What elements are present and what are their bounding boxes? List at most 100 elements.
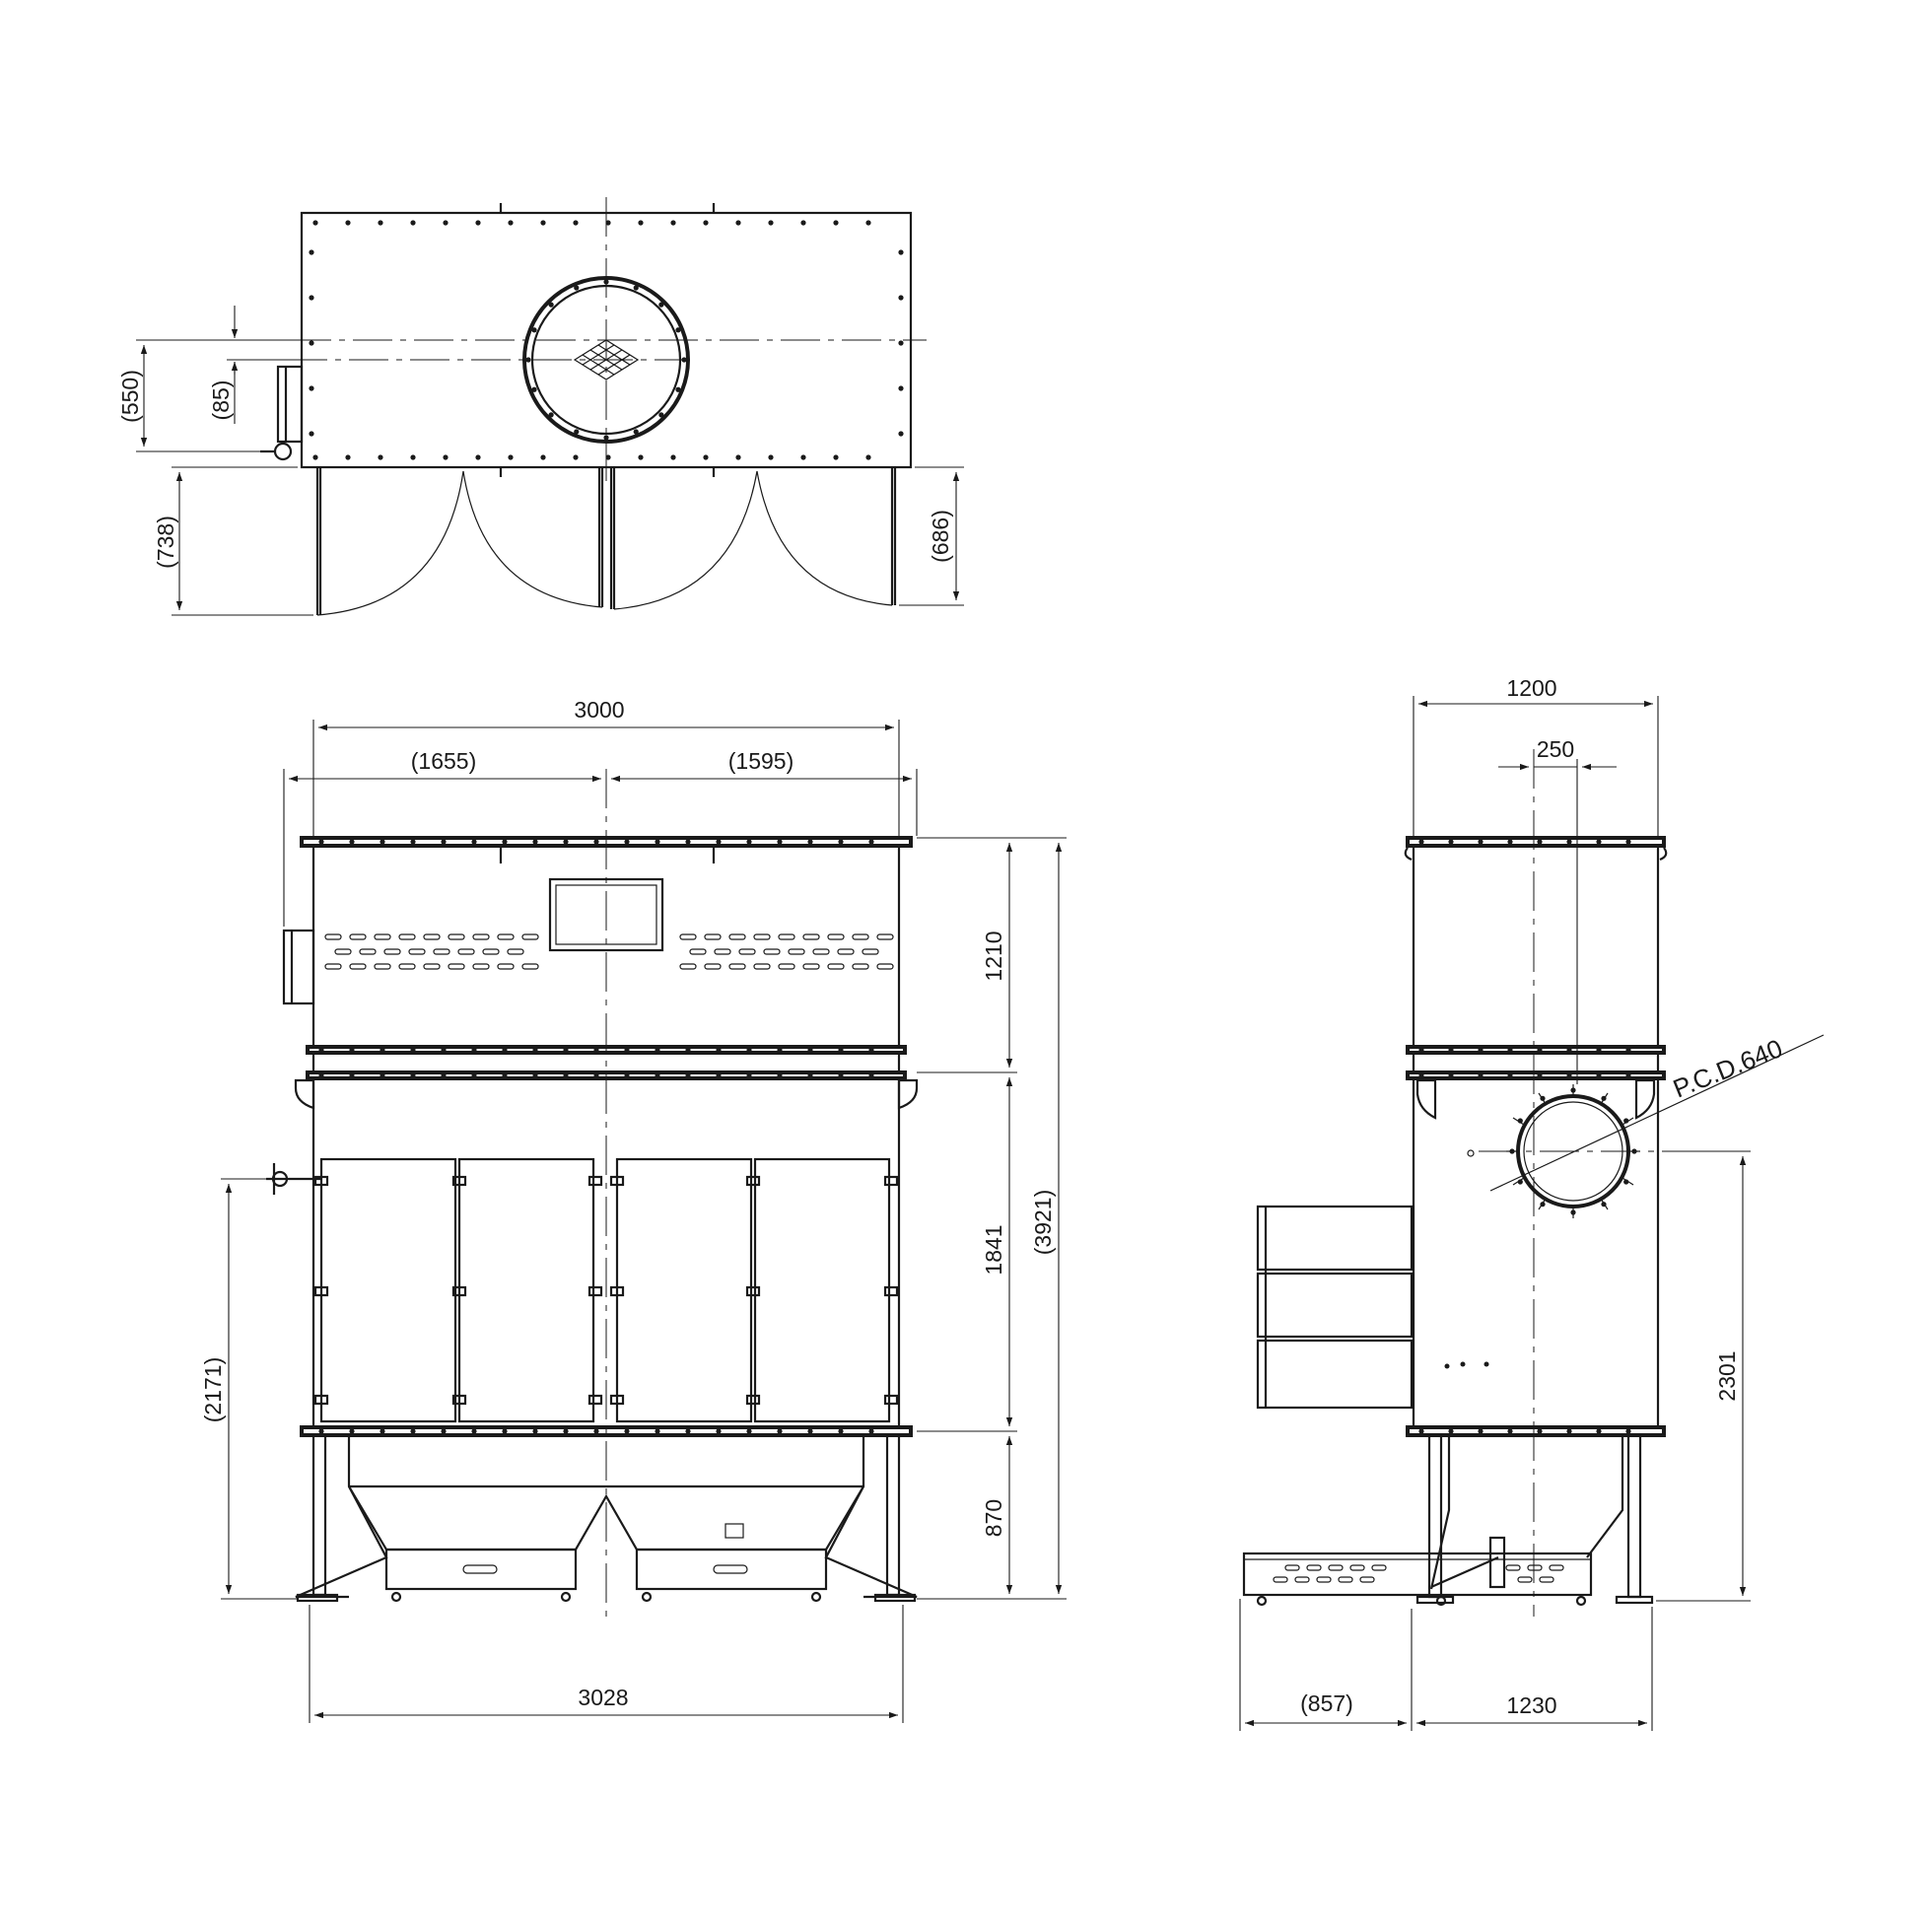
front-flange-bolt [318, 839, 324, 845]
front-flange-bolt [410, 1047, 416, 1053]
plan-dim-686: (686) [899, 466, 964, 606]
side-flange-bolt [1566, 839, 1572, 845]
side-drawer-2 [1256, 1272, 1414, 1339]
front-flange-bolt [349, 839, 355, 845]
dim-686-label: (686) [928, 510, 953, 563]
side-flange-bolt [1418, 1047, 1424, 1053]
side-inlet-bolt-head [1517, 1118, 1523, 1124]
dim-1200-label: 1200 [1506, 675, 1556, 701]
plan-bolt [378, 454, 383, 460]
front-flange-bolt [868, 1072, 874, 1078]
plan-bolt [833, 220, 839, 226]
plan-inlet-bolt [531, 386, 537, 392]
front-flange-bolt [655, 1072, 660, 1078]
side-flange-bolt [1507, 1072, 1513, 1078]
front-view: 3000 (1655) (1595) 1210 1841 870 [200, 697, 1067, 1723]
front-dim-1655: (1655) [283, 748, 601, 927]
side-flange-bolt [1596, 1428, 1602, 1434]
front-bottom-flange [300, 1425, 913, 1437]
plan-bolt [768, 220, 774, 226]
side-flange-bolt [1478, 839, 1484, 845]
dim-1595-label: (1595) [728, 748, 794, 774]
front-flange-bolt [318, 1072, 324, 1078]
plan-inlet-bolt [574, 429, 580, 435]
front-louvre-slots-right [679, 933, 894, 970]
pcd-leader-line [1489, 1034, 1825, 1192]
front-flange-bolt [624, 839, 630, 845]
plan-bolt [475, 454, 481, 460]
side-dim-2301: 2301 [1656, 1150, 1751, 1602]
side-drawer-3 [1256, 1339, 1414, 1410]
plan-bolt [508, 220, 514, 226]
front-flange-bolt [441, 1428, 447, 1434]
front-flange-bolt [746, 839, 752, 845]
front-flange-bolt [777, 839, 783, 845]
front-dim-3000: 3000 [312, 697, 900, 836]
plan-bolt [508, 454, 514, 460]
side-inlet-bolt-head [1631, 1148, 1637, 1154]
front-flange-bolt [441, 1072, 447, 1078]
front-doors [313, 1157, 899, 1423]
dim-2171-label: (2171) [200, 1357, 226, 1422]
side-flange-bolt [1507, 1047, 1513, 1053]
plan-inlet-bolt [603, 279, 609, 285]
front-flange-bolt [777, 1428, 783, 1434]
front-dim-1210: 1210 [917, 837, 1017, 1073]
front-flange-bolt [532, 1047, 538, 1053]
side-dim-1200: 1200 [1413, 675, 1659, 836]
plan-bolt [735, 220, 741, 226]
plan-bolt [670, 454, 676, 460]
plan-bolt [898, 295, 904, 301]
side-inlet-bolt-head [1601, 1202, 1607, 1208]
front-flange-bolt [380, 839, 385, 845]
plan-bolt [309, 340, 314, 346]
front-flange-bolt [349, 1072, 355, 1078]
front-dim-3921: (3921) [1017, 837, 1067, 1594]
plan-bolt [443, 454, 448, 460]
front-flange-bolt [410, 839, 416, 845]
plan-bolt [605, 454, 611, 460]
front-flange-bolt [655, 839, 660, 845]
front-flange-bolt [838, 839, 844, 845]
front-dim-870: 870 [917, 1436, 1067, 1600]
front-door-4 [753, 1157, 891, 1423]
plan-bolt [800, 454, 806, 460]
front-dim-1595: (1595) [611, 748, 918, 836]
front-flange-bolt [318, 1047, 324, 1053]
plan-bolt [540, 454, 546, 460]
front-flange-bolt [532, 1428, 538, 1434]
front-dim-2171: (2171) [200, 1178, 298, 1600]
front-flange-bolt [746, 1072, 752, 1078]
front-lifting-lug-left [294, 1078, 315, 1110]
side-inlet-bolt-head [1540, 1202, 1546, 1208]
front-flange-bolt [716, 839, 722, 845]
side-dim-857: (857) [1239, 1599, 1413, 1731]
front-flange-bolt [502, 1072, 508, 1078]
front-flange-bolt [593, 1047, 599, 1053]
plan-bolt [800, 220, 806, 226]
side-filter-drawers [1256, 1205, 1414, 1410]
front-dust-bin-right [635, 1548, 828, 1591]
front-flange-bolt [807, 1072, 813, 1078]
side-flange-bolt [1418, 1072, 1424, 1078]
plan-bolt [898, 340, 904, 346]
side-flange-bolt [1537, 1047, 1543, 1053]
front-flange-bolt [563, 1072, 569, 1078]
front-flange-bolt [838, 1428, 844, 1434]
plan-inlet-bolt [603, 435, 609, 441]
plan-inlet-bolt [675, 327, 681, 333]
side-flange-bolt [1418, 839, 1424, 845]
side-top-lug-right [1659, 847, 1668, 862]
plan-bolt [898, 249, 904, 255]
front-flange-bolt [868, 1428, 874, 1434]
plan-bolt [638, 220, 644, 226]
dim-857-label: (857) [1300, 1690, 1353, 1716]
plan-bolt [309, 295, 314, 301]
front-flange-bolt [441, 839, 447, 845]
side-dim-250: 250 [1498, 736, 1617, 1084]
plan-bolt [309, 249, 314, 255]
front-lifting-lug-right [897, 1078, 919, 1110]
side-dim-1230: 1230 [1416, 1607, 1653, 1731]
plan-view: (550) (85) (738) (686) [117, 197, 964, 616]
side-inlet-bolt-head [1509, 1148, 1515, 1154]
